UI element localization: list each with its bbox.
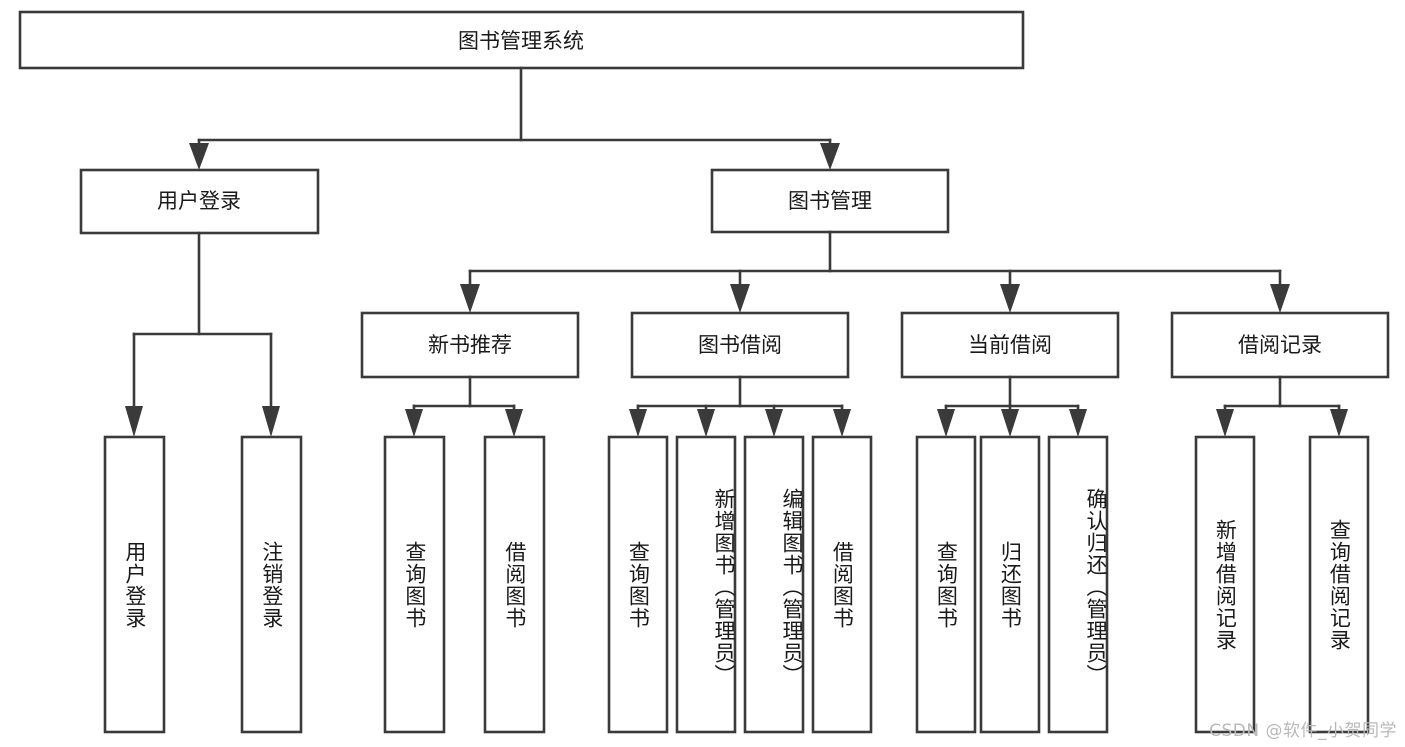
arrowhead-leaf-book-borrow-3 bbox=[765, 409, 783, 437]
leaf-box-current-borrow-1[interactable] bbox=[915, 435, 977, 734]
arrowhead-leaf-book-borrow-1 bbox=[629, 409, 647, 437]
arrowhead-leaf-user-login-1 bbox=[125, 406, 143, 437]
leaf-box-book-borrow-4[interactable] bbox=[811, 435, 873, 734]
node-root-book-management-system[interactable] bbox=[18, 10, 1025, 70]
arrowhead-leaf-user-login-2 bbox=[262, 406, 280, 437]
node-current-borrow-label: 当前借阅 bbox=[968, 333, 1052, 357]
arrowhead-leaf-current-borrow-3 bbox=[1069, 409, 1087, 437]
arrowhead-leaf-book-borrow-2 bbox=[697, 409, 715, 437]
leaf-box-user-login-1[interactable] bbox=[103, 435, 166, 734]
arrowhead-to-current-borrow bbox=[1000, 284, 1020, 313]
arrowhead-leaf-current-borrow-2 bbox=[1001, 409, 1019, 437]
arrowhead-leaf-book-borrow-4 bbox=[833, 409, 851, 437]
leaf-box-borrow-record-1[interactable] bbox=[1194, 435, 1256, 734]
arrowhead-to-user-login bbox=[189, 143, 209, 170]
leaf-box-new-book-1[interactable] bbox=[383, 435, 446, 734]
arrowhead-to-new-book-recommend bbox=[460, 284, 480, 313]
arrowhead-leaf-new-book-2 bbox=[505, 409, 523, 437]
arrowhead-leaf-borrow-record-2 bbox=[1330, 409, 1348, 437]
node-borrow-record-label: 借阅记录 bbox=[1238, 333, 1322, 357]
leaf-box-book-borrow-2[interactable] bbox=[675, 435, 737, 734]
arrowhead-to-book-borrow bbox=[730, 284, 750, 313]
leaf-box-current-borrow-3[interactable] bbox=[1047, 435, 1109, 734]
node-new-book-recommend[interactable] bbox=[360, 311, 580, 379]
leaf-box-book-borrow-1[interactable] bbox=[607, 435, 669, 734]
node-book-borrow[interactable] bbox=[630, 311, 850, 379]
arrowhead-leaf-new-book-1 bbox=[405, 409, 423, 437]
arrowhead-to-borrow-record bbox=[1270, 284, 1290, 313]
arrowhead-leaf-current-borrow-1 bbox=[937, 409, 955, 437]
leaf-box-new-book-2[interactable] bbox=[483, 435, 546, 734]
node-user-login-label: 用户登录 bbox=[157, 189, 241, 213]
node-book-management-label: 图书管理 bbox=[788, 189, 872, 213]
arrowhead-to-book-management bbox=[820, 143, 840, 170]
node-root-label: 图书管理系统 bbox=[458, 29, 584, 53]
node-book-borrow-label: 图书借阅 bbox=[698, 333, 782, 357]
leaf-box-current-borrow-2[interactable] bbox=[979, 435, 1041, 734]
leaf-box-borrow-record-2[interactable] bbox=[1308, 435, 1370, 734]
node-new-book-recommend-label: 新书推荐 bbox=[428, 333, 512, 357]
leaf-box-user-login-2[interactable] bbox=[240, 435, 303, 734]
node-current-borrow[interactable] bbox=[900, 311, 1120, 379]
node-borrow-record[interactable] bbox=[1170, 311, 1390, 379]
leaf-box-book-borrow-3[interactable] bbox=[743, 435, 805, 734]
arrowhead-leaf-borrow-record-1 bbox=[1216, 409, 1234, 437]
node-book-management[interactable] bbox=[710, 168, 950, 234]
